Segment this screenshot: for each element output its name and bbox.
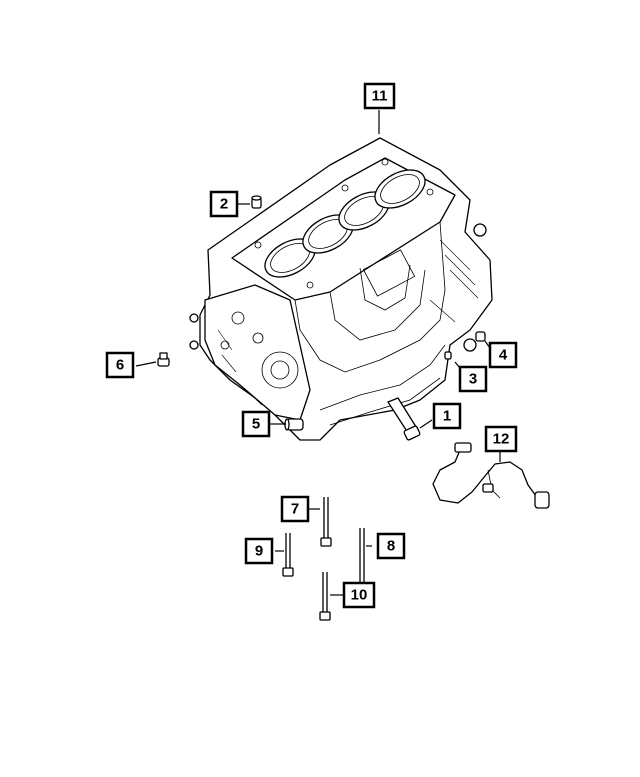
expansion-plug-part [475,331,486,342]
callout-5: 5 [241,410,271,438]
dowel-pin-part [251,195,262,209]
callout-11: 11 [363,82,396,110]
callout-6: 6 [105,351,135,379]
callout-7: 7 [280,495,310,523]
bolt-part-10 [319,572,331,621]
small-plug-part [444,351,452,360]
engine-block-illustration [189,137,493,441]
sensor-part [387,397,421,441]
callout-9: 9 [244,537,274,565]
callout-3-label: 3 [469,371,477,388]
bolt-part-7 [320,497,332,547]
callout-6-label: 6 [116,357,124,374]
callout-12-label: 12 [493,431,510,448]
callout-2-label: 2 [220,196,228,213]
plug-part [157,352,170,367]
callout-2: 2 [209,190,239,218]
callout-4: 4 [488,341,518,369]
callout-11-label: 11 [372,88,388,105]
callout-4-label: 4 [499,347,508,364]
callout-10-label: 10 [351,587,368,604]
callout-3: 3 [458,365,488,393]
callout-9-label: 9 [255,543,263,560]
callout-12: 12 [484,425,518,453]
bolt-part-9 [282,533,294,577]
callout-5-label: 5 [252,416,260,433]
callout-8-label: 8 [387,538,395,555]
callout-7-label: 7 [291,501,299,518]
callout-10: 10 [342,581,376,609]
sleeve-part [284,418,304,431]
callout-8: 8 [376,532,406,560]
callout-1-label: 1 [443,408,451,425]
wiring-harness-part [432,442,550,509]
callout-1: 1 [432,402,462,430]
